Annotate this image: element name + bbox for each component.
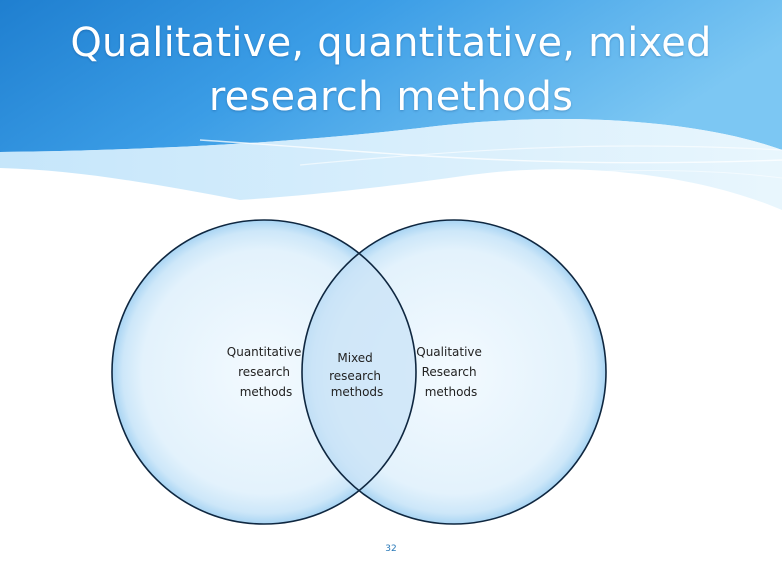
header-wave-line-3 [419, 170, 782, 186]
header-banner [0, 0, 782, 210]
title-line-2: research methods [208, 74, 574, 120]
page-number: 32 [385, 544, 397, 554]
right-label: Qualitative Research methods [416, 345, 485, 399]
slide-title: Qualitative, quantitative, mixed researc… [0, 16, 782, 124]
middle-label: Mixed research methods [329, 351, 385, 399]
venn-circle-right-outline [301, 219, 607, 525]
header-wave-line-1 [199, 139, 782, 164]
header-wave-line-2 [299, 145, 782, 166]
venn-circle-left-outline [111, 219, 417, 525]
header-wave-light [0, 119, 782, 210]
header-fill [0, 0, 782, 152]
left-label: Quantitative research methods [227, 345, 305, 399]
title-line-1: Qualitative, quantitative, mixed [70, 20, 712, 66]
venn-overlap [302, 220, 416, 524]
